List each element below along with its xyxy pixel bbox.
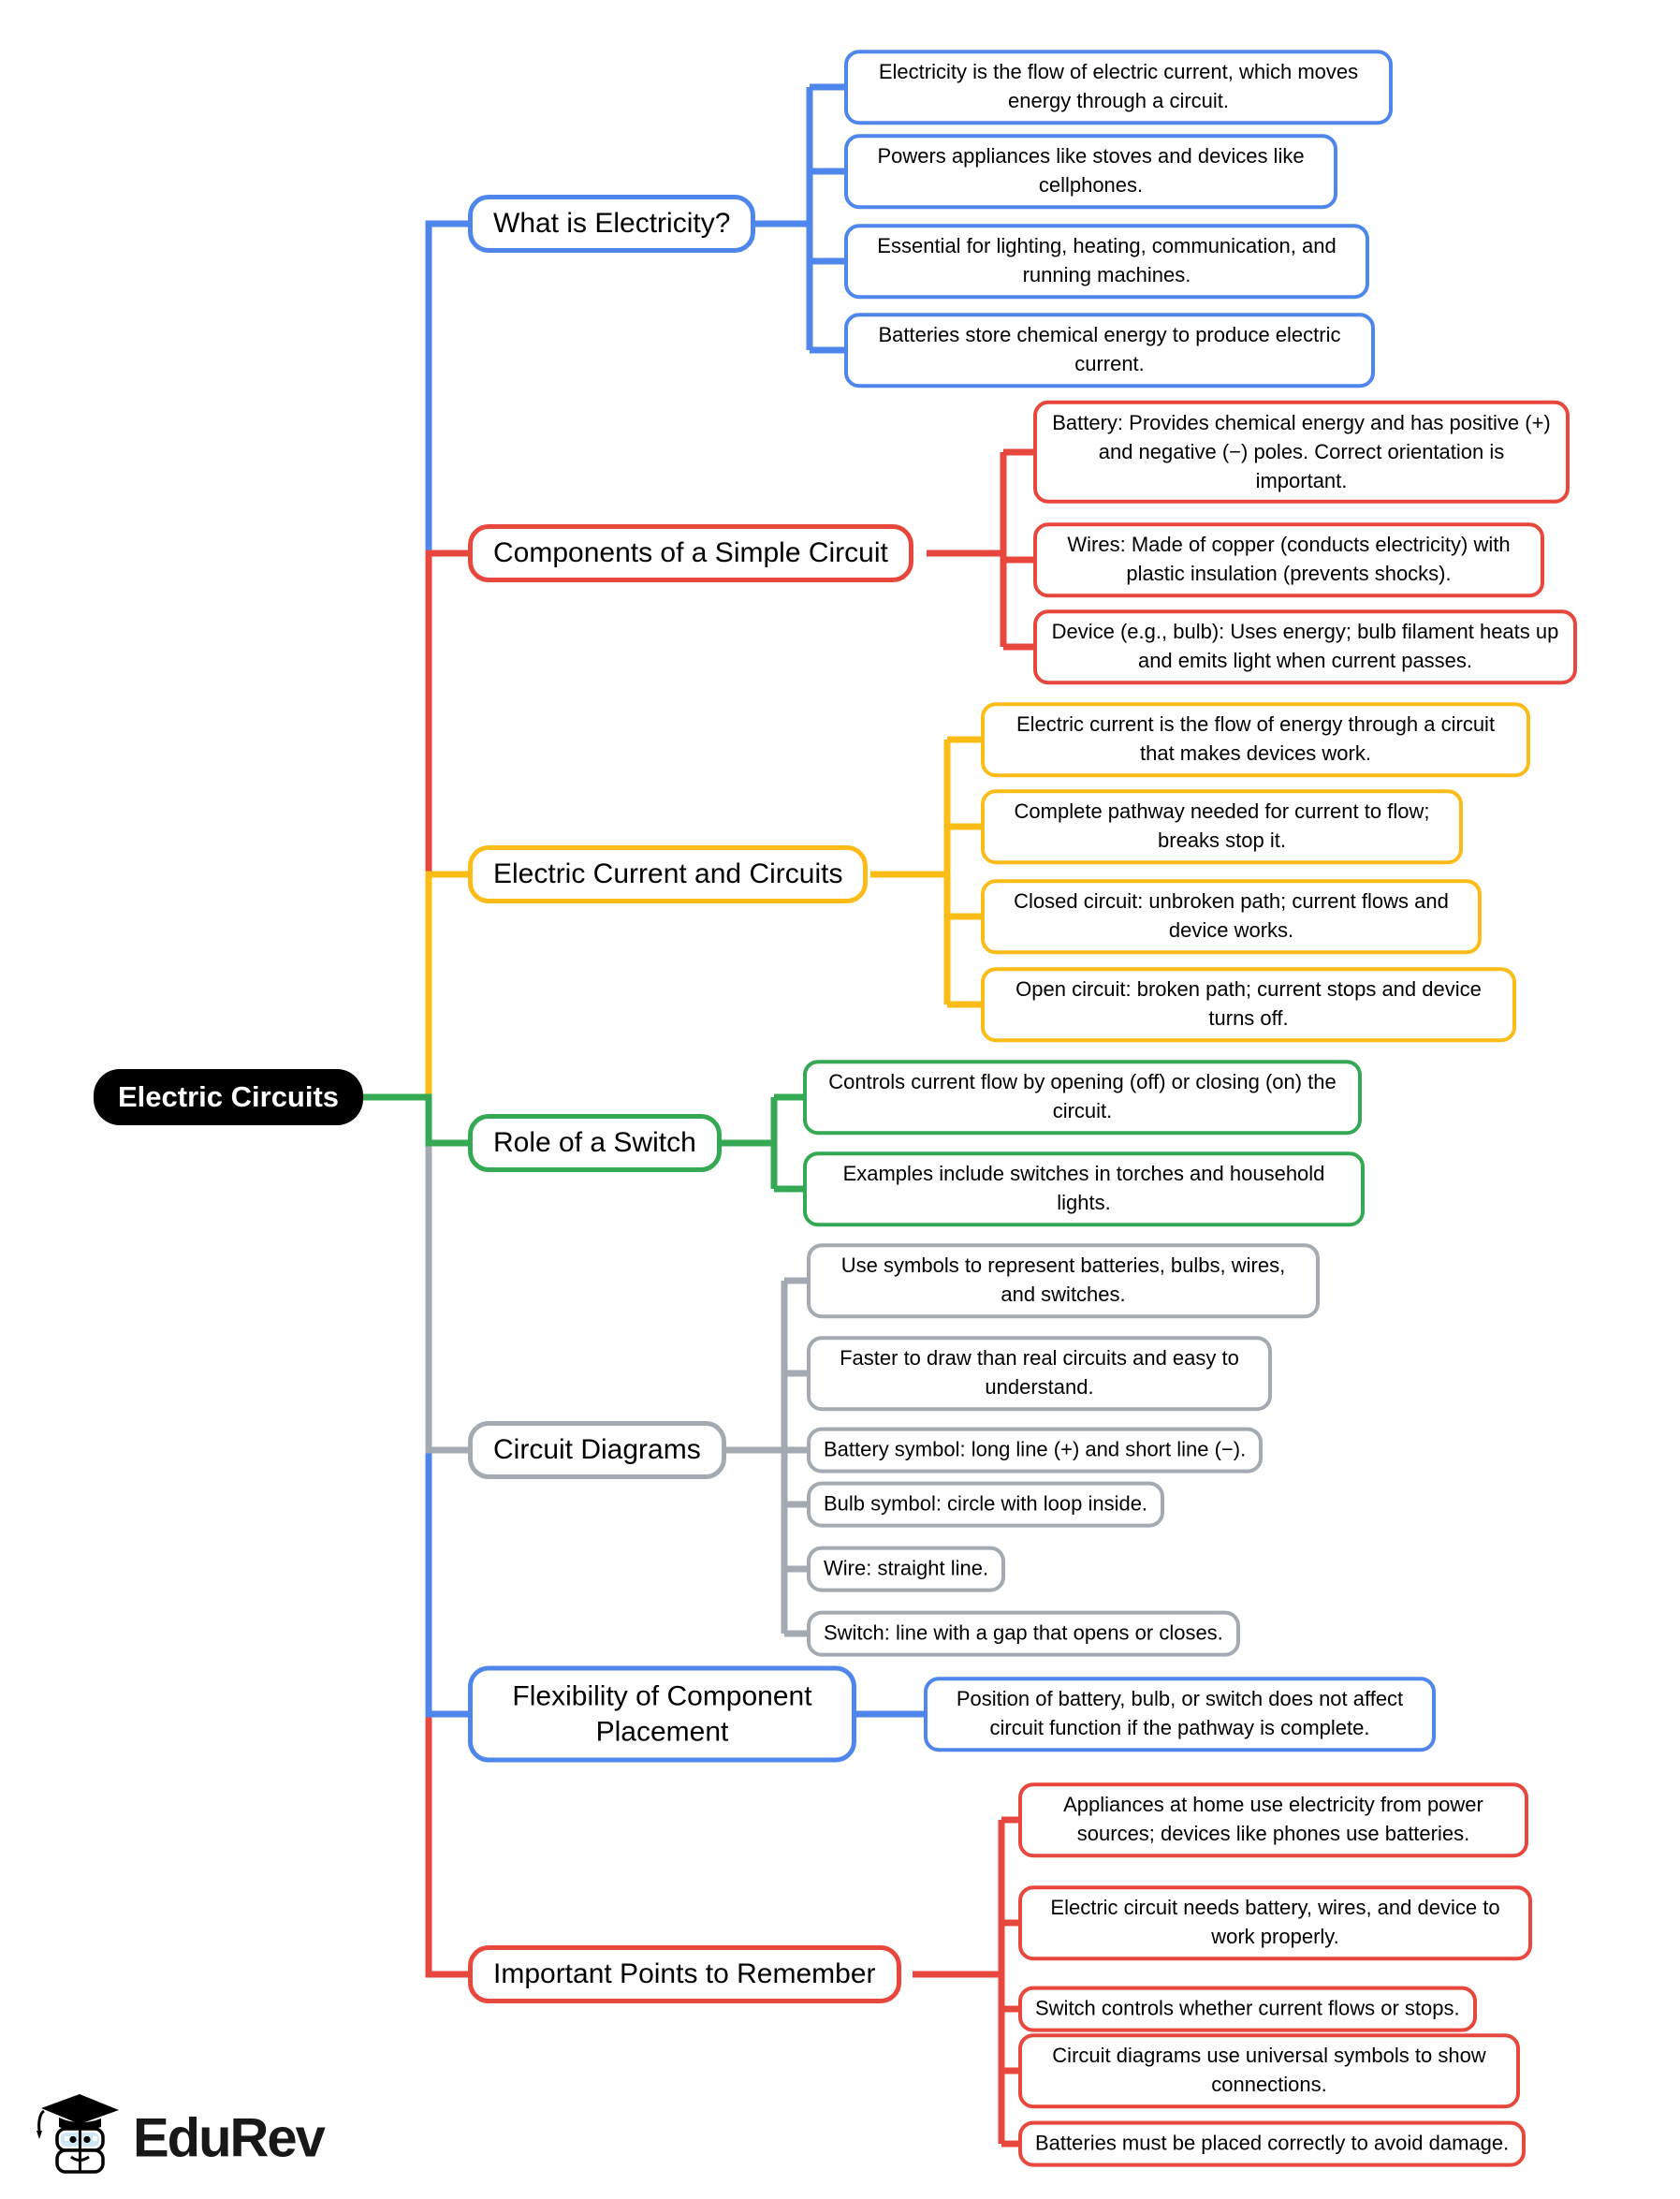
leaf-appliances-power: Appliances at home use electricity from …	[1018, 1782, 1528, 1857]
leaf-batteries-placed: Batteries must be placed correctly to av…	[1018, 2120, 1527, 2167]
subwires-current-circuits	[870, 736, 1003, 1008]
leaf-device-bulb: Device (e.g., bulb): Uses energy; bulb f…	[1033, 609, 1577, 684]
leaf-electricity-flow: Electricity is the flow of electric curr…	[844, 50, 1393, 125]
leaf-switch-symbol: Switch: line with a gap that opens or cl…	[807, 1610, 1240, 1657]
leaf-use-symbols: Use symbols to represent batteries, bulb…	[807, 1243, 1320, 1318]
branch-what-is-electricity: What is Electricity?	[468, 195, 756, 253]
edurev-mascot-icon	[37, 2094, 119, 2174]
leaf-switch-examples: Examples include switches in torches and…	[803, 1151, 1365, 1226]
branch-flexibility: Flexibility of Component Placement	[468, 1665, 856, 1763]
leaf-wire-symbol: Wire: straight line.	[807, 1546, 1006, 1592]
edurev-wordmark: EduRev	[133, 2107, 326, 2169]
leaf-powers-appliances: Powers appliances like stoves and device…	[844, 134, 1337, 209]
branch-circuit-diagrams: Circuit Diagrams	[468, 1421, 726, 1479]
leaf-bulb-symbol: Bulb symbol: circle with loop inside.	[807, 1481, 1165, 1528]
leaf-complete-pathway: Complete pathway needed for current to f…	[981, 789, 1463, 864]
branch-components: Components of a Simple Circuit	[468, 524, 913, 582]
leaf-closed-circuit: Closed circuit: unbroken path; current f…	[981, 879, 1482, 954]
trunk-current-circuits	[356, 871, 505, 1101]
branch-current-circuits: Electric Current and Circuits	[468, 845, 869, 903]
leaf-wires-copper: Wires: Made of copper (conducts electric…	[1033, 522, 1544, 597]
leaf-essential-for: Essential for lighting, heating, communi…	[844, 224, 1369, 299]
leaf-controls-current: Controls current flow by opening (off) o…	[803, 1060, 1362, 1135]
leaf-battery-poles: Battery: Provides chemical energy and ha…	[1033, 400, 1570, 505]
leaf-position-flexible: Position of battery, bulb, or switch doe…	[924, 1677, 1436, 1752]
leaf-circuit-needs: Electric circuit needs battery, wires, a…	[1018, 1885, 1532, 1960]
subwires-components	[927, 448, 1056, 651]
central-topic: Electric Circuits	[94, 1069, 364, 1125]
subwires-what-is-electricity	[739, 83, 867, 354]
leaf-faster-to-draw: Faster to draw than real circuits and ea…	[807, 1336, 1272, 1411]
leaf-universal-symbols: Circuit diagrams use universal symbols t…	[1018, 2033, 1520, 2108]
leaf-battery-symbol: Battery symbol: long line (+) and short …	[807, 1427, 1264, 1473]
leaf-open-circuit: Open circuit: broken path; current stops…	[981, 967, 1516, 1042]
leaf-switch-controls: Switch controls whether current flows or…	[1018, 1986, 1477, 2032]
subwires-role-of-switch	[702, 1093, 825, 1193]
trunk-role-of-switch	[356, 1093, 505, 1147]
leaf-batteries-store: Batteries store chemical energy to produ…	[844, 313, 1375, 388]
branch-role-of-switch: Role of a Switch	[468, 1114, 722, 1172]
leaf-current-is-flow: Electric current is the flow of energy t…	[981, 702, 1530, 777]
branch-important-points: Important Points to Remember	[468, 1945, 901, 2003]
